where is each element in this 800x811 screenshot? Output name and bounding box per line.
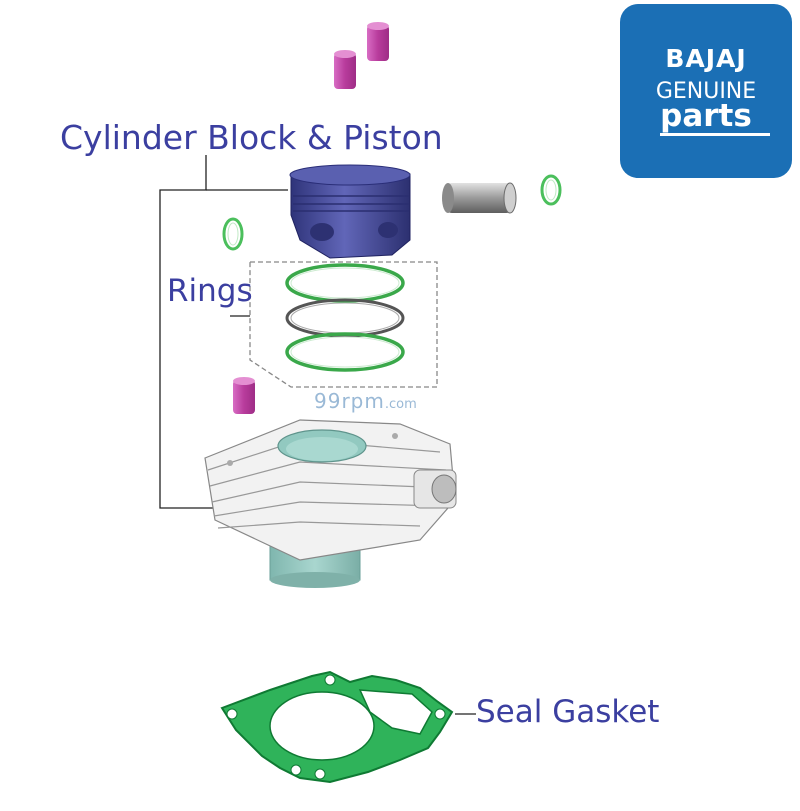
- logo-parts: parts: [660, 98, 752, 134]
- ring-icon: [285, 298, 405, 338]
- cylinder-callout-line: [159, 155, 288, 509]
- dowel-pin-icon: [367, 22, 389, 61]
- seal-gasket-label: Seal Gasket: [476, 694, 660, 730]
- logo-brand: BAJAJ: [665, 44, 747, 73]
- cylinder-block-piston-label: Cylinder Block & Piston: [60, 118, 443, 157]
- cylinder-block-icon: [204, 419, 457, 588]
- gudgeon-pin-icon: [442, 182, 517, 214]
- circlip-icon: [222, 217, 244, 251]
- logo-underline: [660, 133, 770, 136]
- ring-icon: [285, 332, 405, 372]
- rings-label: Rings: [167, 273, 253, 309]
- bajaj-genuine-parts-logo: BAJAJ GENUINE parts: [620, 4, 792, 178]
- dowel-pin-icon: [233, 377, 255, 414]
- logo-genuine: GENUINE: [655, 79, 757, 104]
- ring-icon: [285, 263, 405, 303]
- site-watermark: 99rpm.com: [314, 389, 417, 413]
- circlip-icon: [540, 174, 562, 206]
- dowel-pin-icon: [334, 50, 356, 89]
- watermark-suffix: .com: [384, 397, 417, 412]
- watermark-main: 99rpm: [314, 389, 385, 413]
- rings-dashed-box: [249, 261, 438, 388]
- piston-icon: [289, 164, 411, 259]
- gasket-icon: [220, 670, 454, 784]
